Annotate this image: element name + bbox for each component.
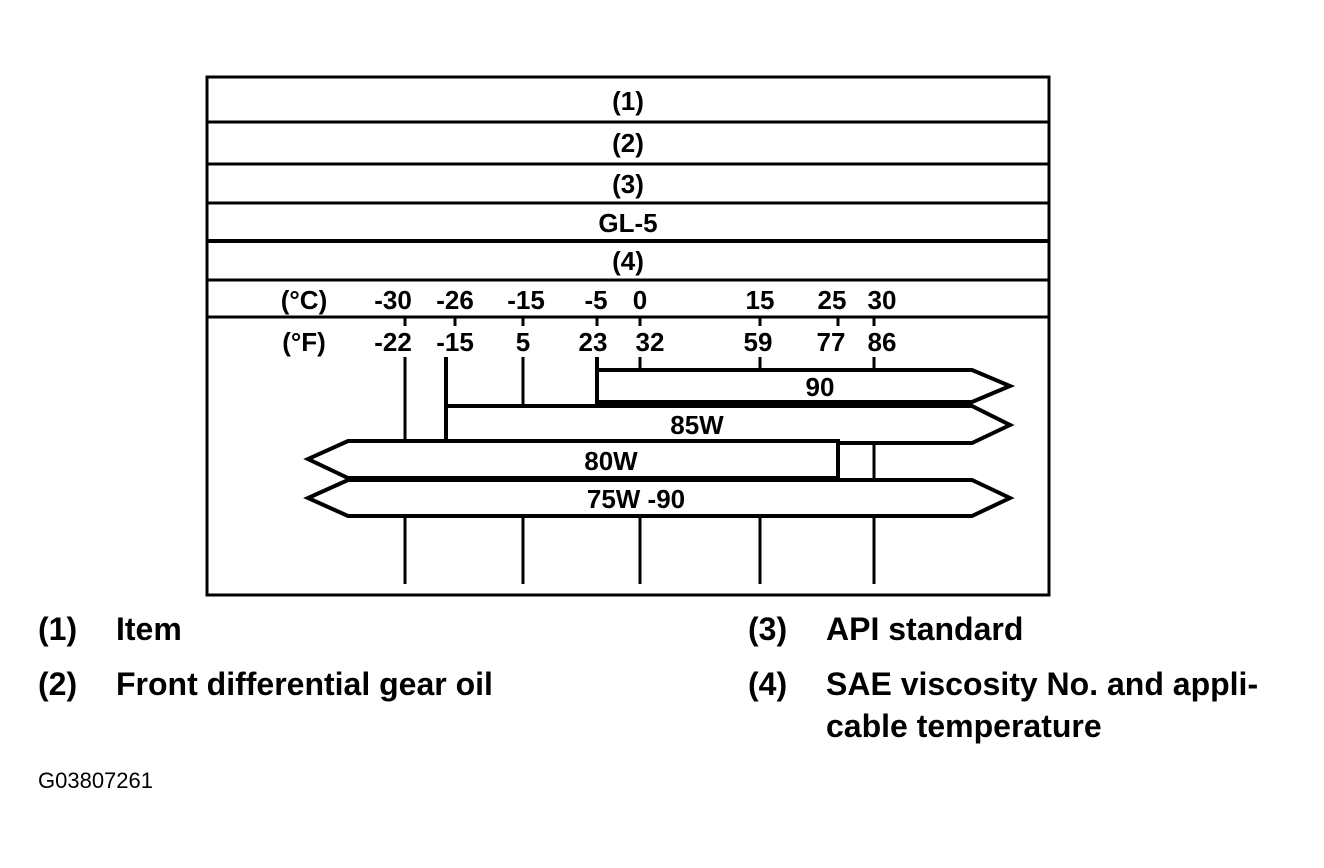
- grade-label-80w: 80W: [584, 446, 638, 476]
- row-label-sae: (4): [612, 246, 644, 276]
- row-label-api: (3): [612, 169, 644, 199]
- fahrenheit-tick: 32: [636, 327, 665, 357]
- row-label-item: (1): [612, 86, 644, 116]
- grade-bar-80w: [303, 439, 840, 480]
- grade-bar-75w-90: [303, 478, 1015, 518]
- legend-text: Item: [116, 611, 182, 647]
- row-label-gear-oil: (2): [612, 128, 644, 158]
- fahrenheit-tick: 23: [579, 327, 608, 357]
- celsius-tick: 0: [633, 285, 647, 315]
- legend-item-3: (3) API standard: [748, 608, 1308, 650]
- chart-frame: [205, 75, 1051, 597]
- grade-bar-90: [595, 368, 1016, 404]
- grade-bar-85w: [444, 404, 1015, 445]
- celsius-unit-label: (°C): [281, 285, 328, 315]
- legend-number: (2): [38, 666, 78, 702]
- legend-text: API standard: [826, 611, 1024, 647]
- legend-item-2: (2) Front differential gear oil: [38, 663, 638, 705]
- celsius-tick: -30: [374, 285, 412, 315]
- row-label-gl5: GL-5: [598, 208, 657, 238]
- celsius-tick: -26: [436, 285, 474, 315]
- fahrenheit-tick: -15: [436, 327, 474, 357]
- celsius-tick: -15: [507, 285, 545, 315]
- fahrenheit-tick: 86: [868, 327, 897, 357]
- legend-item-1: (1) Item: [38, 608, 638, 650]
- grade-label-85w: 85W: [670, 410, 724, 440]
- fahrenheit-tick: -22: [374, 327, 412, 357]
- figure-code: G03807261: [38, 768, 153, 793]
- legend-text-continued: cable temperature: [826, 708, 1102, 744]
- legend-text: SAE viscosity No. and appli-: [826, 666, 1259, 702]
- fahrenheit-tick: 77: [817, 327, 846, 357]
- scale-tick-marks: [403, 317, 876, 326]
- celsius-tick: 30: [868, 285, 897, 315]
- celsius-tick: -5: [584, 285, 607, 315]
- legend-number: (1): [38, 611, 78, 647]
- legend-item-4: (4) SAE viscosity No. and appli- cable t…: [748, 663, 1308, 753]
- fahrenheit-unit-label: (°F): [282, 327, 326, 357]
- grade-label-75w-90: 75W -90: [587, 484, 685, 514]
- celsius-tick: 25: [818, 285, 847, 315]
- legend-text: Front differential gear oil: [116, 666, 493, 702]
- legend-number: (4): [748, 666, 788, 702]
- fahrenheit-tick: 59: [744, 327, 773, 357]
- celsius-tick: 15: [746, 285, 775, 315]
- fahrenheit-tick: 5: [516, 327, 530, 357]
- legend-number: (3): [748, 611, 788, 647]
- grade-label-90: 90: [806, 372, 835, 402]
